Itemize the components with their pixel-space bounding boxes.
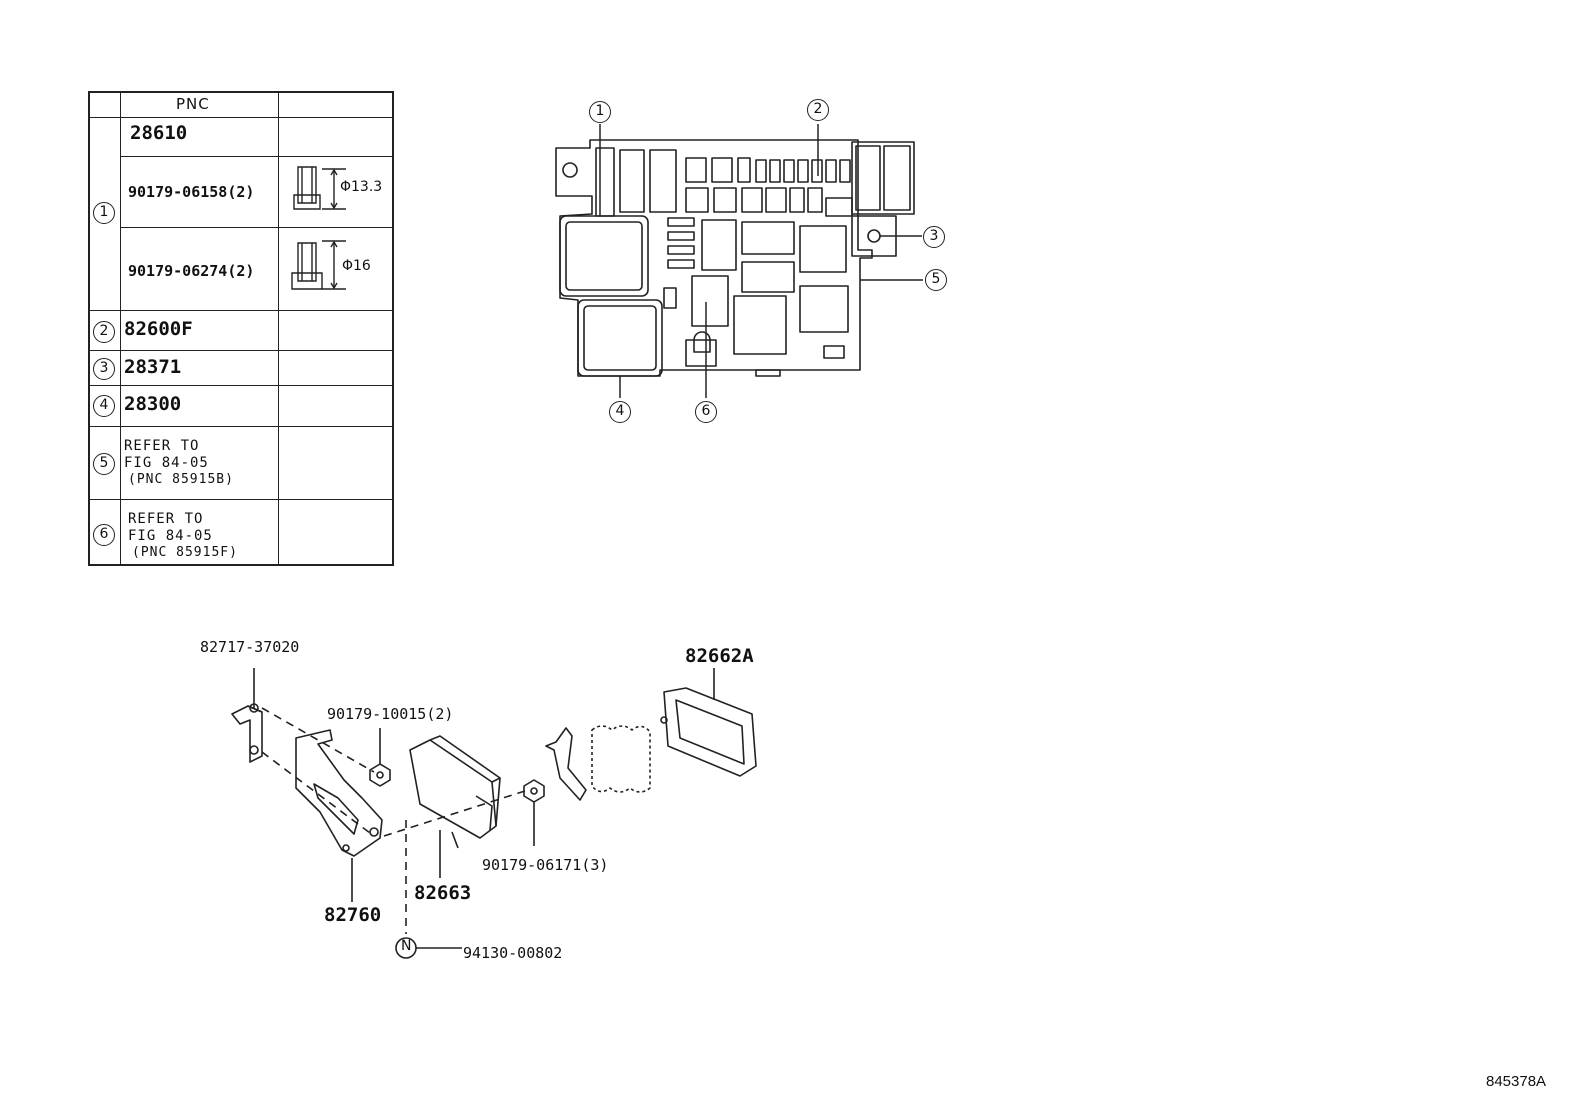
reference-line: FIG 84-05 [124,455,209,471]
part-label-nut-b: 90179-06171(3) [482,856,609,874]
callout-2: 2 [93,321,115,343]
pnc-value: 82600F [124,318,193,340]
nut-icon [291,240,346,290]
bolt-marker: N [401,938,412,954]
callout-4: 4 [609,401,631,423]
table-divider [120,93,121,564]
callout-6: 6 [695,401,717,423]
reference-line: REFER TO [124,438,200,454]
figure-code: 845378A [1486,1073,1547,1090]
pnc-value: 28300 [124,393,182,415]
nut-diameter: Φ13.3 [340,179,383,195]
table-divider [120,227,392,228]
pnc-value: 90179-06158(2) [128,183,255,201]
pnc-value: 90179-06274(2) [128,262,255,280]
reference-line: (PNC 85915B) [128,472,234,487]
pnc-value: 28371 [124,356,182,378]
table-divider [278,93,279,564]
table-divider [90,499,392,500]
reference-line: (PNC 85915F) [132,545,238,560]
part-label-bracket-stud: 82717-37020 [200,638,300,656]
junction-box-drawing [555,139,915,377]
nut-diameter: Φ16 [342,258,371,274]
nut-icon [293,166,346,210]
part-label-bracket: 82760 [324,904,382,926]
table-divider [90,385,392,386]
table-divider [90,117,392,118]
callout-5: 5 [925,269,947,291]
callout-1: 1 [93,202,115,224]
pnc-value: 28610 [130,122,188,144]
bracket-assembly-drawing [231,668,757,959]
part-label-module: 82663 [414,882,472,904]
pnc-table: PNC 1 28610 90179-06158(2) 90179-06274(2… [88,91,394,566]
callout-2: 2 [807,99,829,121]
callout-1: 1 [589,101,611,123]
callout-4: 4 [93,395,115,417]
table-divider [90,350,392,351]
callout-6: 6 [93,524,115,546]
callout-5: 5 [93,453,115,475]
table-divider [90,310,392,311]
reference-line: FIG 84-05 [128,528,213,544]
table-divider [120,156,392,157]
table-divider [90,426,392,427]
part-label-bolt: 94130-00802 [463,944,563,962]
junction-box-leaders [599,124,923,398]
callout-3: 3 [923,226,945,248]
part-label-cover: 82662A [685,645,754,667]
part-label-nut-a: 90179-10015(2) [327,705,454,723]
reference-line: REFER TO [128,511,204,527]
callout-3: 3 [93,358,115,380]
table-header-pnc: PNC [176,95,210,113]
